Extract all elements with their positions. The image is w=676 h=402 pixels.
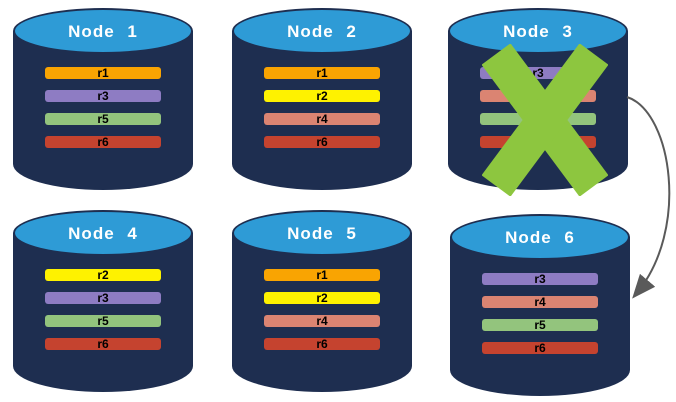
- cylinder-top: Node 3: [448, 8, 628, 54]
- node-cylinder-4: Node 4 r2 r3 r5 r6: [13, 210, 193, 392]
- node-cylinder-3: Node 3 r3 r4 r5 r6: [448, 8, 628, 190]
- replica-rows: r1 r3 r5 r6: [13, 67, 193, 159]
- node-title: Node 4: [68, 224, 138, 243]
- replica-row: r2: [264, 90, 380, 102]
- node-title: Node 6: [505, 228, 575, 247]
- replica-row: r4: [482, 296, 598, 308]
- replica-row: r1: [264, 67, 380, 79]
- replica-row: r3: [45, 292, 161, 304]
- replica-row: r4: [480, 90, 596, 102]
- cylinder-body: [13, 31, 193, 190]
- node-title: Node 1: [68, 22, 138, 41]
- replica-row: r6: [482, 342, 598, 354]
- replica-row: r1: [45, 67, 161, 79]
- cylinder-body: [232, 233, 412, 392]
- replica-row: r6: [264, 338, 380, 350]
- cylinder-top: Node 4: [13, 210, 193, 256]
- cylinder-body: [450, 237, 630, 396]
- replica-row: r2: [45, 269, 161, 281]
- replica-row: r4: [264, 113, 380, 125]
- cylinder-top: Node 1: [13, 8, 193, 54]
- replica-row: r1: [264, 269, 380, 281]
- replica-rows: r1 r2 r4 r6: [232, 67, 412, 159]
- replica-row: r3: [480, 67, 596, 79]
- node-cylinder-2: Node 2 r1 r2 r4 r6: [232, 8, 412, 190]
- replica-row: r5: [482, 319, 598, 331]
- replica-rows: r2 r3 r5 r6: [13, 269, 193, 361]
- node-cylinder-6: Node 6 r3 r4 r5 r6: [450, 214, 630, 396]
- node-cylinder-1: Node 1 r1 r3 r5 r6: [13, 8, 193, 190]
- node-title: Node 3: [503, 22, 573, 41]
- replica-rows: r3 r4 r5 r6: [450, 273, 630, 365]
- replica-row: r5: [45, 315, 161, 327]
- replica-row: r6: [45, 136, 161, 148]
- cylinder-body: [13, 233, 193, 392]
- replica-row: r2: [264, 292, 380, 304]
- replica-row: r6: [45, 338, 161, 350]
- replica-row: r6: [480, 136, 596, 148]
- cylinder-body: [232, 31, 412, 190]
- cylinder-top: Node 6: [450, 214, 630, 260]
- cylinder-top: Node 2: [232, 8, 412, 54]
- replica-row: r5: [45, 113, 161, 125]
- node-title: Node 5: [287, 224, 357, 243]
- replica-rows: r1 r2 r4 r6: [232, 269, 412, 361]
- replica-rows: r3 r4 r5 r6: [448, 67, 628, 159]
- replica-row: r3: [482, 273, 598, 285]
- replica-row: r3: [45, 90, 161, 102]
- replica-row: r5: [480, 113, 596, 125]
- node-cylinder-5: Node 5 r1 r2 r4 r6: [232, 210, 412, 392]
- cylinder-top: Node 5: [232, 210, 412, 256]
- replica-row: r4: [264, 315, 380, 327]
- replica-row: r6: [264, 136, 380, 148]
- node-title: Node 2: [287, 22, 357, 41]
